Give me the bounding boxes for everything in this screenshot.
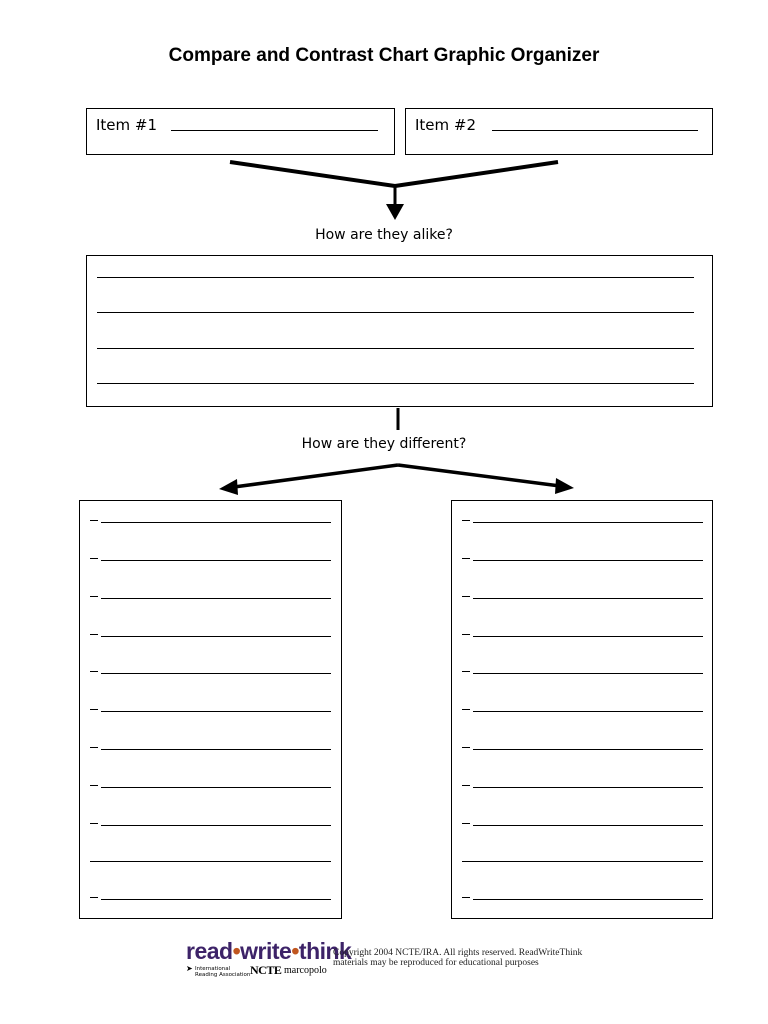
item-2-label: Item #2 — [415, 116, 477, 134]
bullet-tick — [90, 520, 98, 521]
alike-line[interactable] — [97, 277, 694, 278]
difference-line[interactable] — [473, 560, 703, 561]
marcopolo-logo: marcopolo — [284, 965, 327, 976]
alike-line[interactable] — [97, 312, 694, 313]
difference-line[interactable] — [473, 899, 703, 900]
alike-question: How are they alike? — [315, 227, 453, 243]
difference-line[interactable] — [101, 636, 331, 637]
bullet-tick — [90, 634, 98, 635]
bullet-tick — [90, 558, 98, 559]
difference-line[interactable] — [473, 787, 703, 788]
difference-line[interactable] — [473, 673, 703, 674]
page-title: Compare and Contrast Chart Graphic Organ… — [168, 45, 600, 66]
alike-line[interactable] — [97, 383, 694, 384]
bullet-tick — [90, 785, 98, 786]
bullet-tick — [462, 823, 470, 824]
item-1-box: Item #1 — [86, 108, 395, 155]
connector-right-line — [394, 160, 559, 188]
connector-diff-right-line — [397, 463, 561, 488]
readwritethink-logo: read•write•think ➤ International Reading… — [186, 938, 352, 980]
difference-line[interactable] — [101, 899, 331, 900]
difference-line[interactable] — [473, 598, 703, 599]
copyright-notice: Copyright 2004 NCTE/IRA. All rights rese… — [333, 948, 582, 968]
bullet-tick — [90, 596, 98, 597]
ira-logo-text: International Reading Association — [195, 966, 251, 978]
difference-line[interactable] — [101, 711, 331, 712]
item-2-box: Item #2 — [405, 108, 713, 155]
bullet-tick — [90, 747, 98, 748]
difference-line[interactable] — [101, 560, 331, 561]
difference-line[interactable] — [473, 825, 703, 826]
bullet-tick — [462, 596, 470, 597]
difference-line[interactable] — [473, 749, 703, 750]
bullet-tick — [90, 823, 98, 824]
item-1-blank[interactable] — [171, 130, 378, 131]
bullet-tick — [462, 709, 470, 710]
alike-box — [86, 255, 713, 407]
bullet-tick — [90, 897, 98, 898]
bullet-tick — [462, 747, 470, 748]
arrow-down-icon — [386, 204, 404, 220]
bullet-tick — [90, 709, 98, 710]
arrow-left-icon — [219, 479, 238, 495]
item-2-blank[interactable] — [492, 130, 698, 131]
copyright-line: materials may be reproduced for educatio… — [333, 958, 539, 968]
copyright-line: Copyright 2004 NCTE/IRA. All rights rese… — [333, 948, 583, 958]
logo-wordmark: read•write•think — [186, 938, 352, 964]
bullet-tick — [462, 558, 470, 559]
difference-line[interactable] — [101, 598, 331, 599]
bullet-tick — [90, 671, 98, 672]
alike-line[interactable] — [97, 348, 694, 349]
connector-left-line — [229, 160, 396, 188]
ira-logo: ➤ — [186, 964, 193, 973]
different-question: How are they different? — [301, 436, 467, 452]
bullet-tick — [462, 634, 470, 635]
bullet-tick — [462, 520, 470, 521]
difference-line[interactable] — [473, 711, 703, 712]
connector-diff-left-line — [233, 463, 399, 489]
difference-line[interactable] — [462, 861, 703, 862]
bullet-tick — [462, 897, 470, 898]
difference-line[interactable] — [101, 673, 331, 674]
ncte-logo: NCTE — [250, 963, 282, 977]
difference-line[interactable] — [473, 636, 703, 637]
arrow-right-icon — [555, 478, 574, 494]
difference-line[interactable] — [90, 861, 331, 862]
difference-line[interactable] — [473, 522, 703, 523]
bullet-tick — [462, 671, 470, 672]
item-1-label: Item #1 — [96, 116, 158, 134]
difference-line[interactable] — [101, 825, 331, 826]
bullet-tick — [462, 785, 470, 786]
difference-line[interactable] — [101, 749, 331, 750]
difference-line[interactable] — [101, 522, 331, 523]
difference-line[interactable] — [101, 787, 331, 788]
item-1-differences-box — [79, 500, 342, 919]
item-2-differences-box — [451, 500, 713, 919]
